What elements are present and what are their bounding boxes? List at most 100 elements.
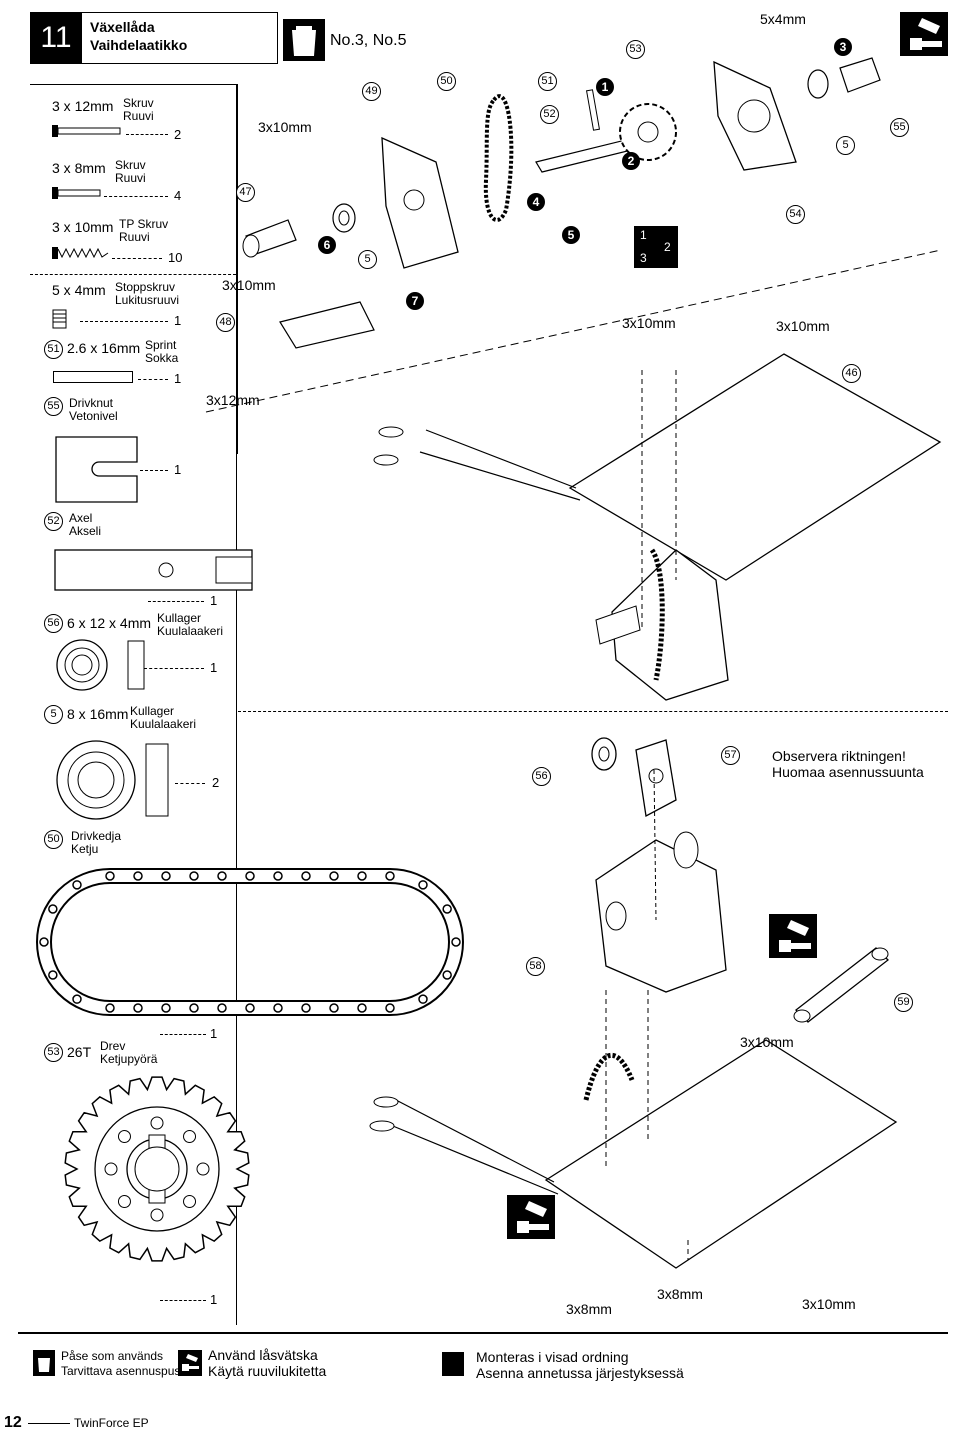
lock-fluid-icon	[769, 914, 817, 958]
tp-screw-icon	[52, 247, 109, 259]
order-badge: 4	[527, 193, 545, 211]
legend-order-fi: Asenna annetussa järjestyksessä	[476, 1365, 684, 1381]
part-name-sv: Skruv	[115, 158, 146, 172]
bearing-icon	[56, 740, 169, 820]
legend-divider	[18, 1332, 948, 1334]
part-teeth: 26T	[67, 1044, 92, 1060]
part-callout: 58	[526, 957, 545, 976]
screw-icon	[52, 187, 101, 199]
part-name-fi: Akseli	[69, 524, 102, 538]
order-badge: 3	[834, 38, 852, 56]
direction-note-fi: Huomaa asennussuunta	[772, 764, 924, 780]
step-number: 11	[30, 12, 82, 64]
lock-fluid-icon	[178, 1350, 202, 1376]
screw-size-label: 3x8mm	[566, 1301, 612, 1317]
lock-fluid-icon	[507, 1195, 555, 1239]
axle-icon	[54, 549, 253, 591]
screw-size-label: 3x10mm	[622, 315, 676, 331]
screw-size-label: 3x10mm	[740, 1034, 794, 1050]
pin-icon	[53, 371, 133, 383]
part-qty: 1	[174, 462, 182, 477]
qty-leader	[112, 258, 162, 259]
sequence-step: 3	[640, 251, 647, 265]
parts-divider	[30, 274, 236, 275]
bearing-icon	[56, 639, 145, 691]
legend-bag-fi: Tarvittava asennuspussi	[61, 1364, 190, 1378]
part-number-badge: 56	[44, 614, 63, 633]
part-name-sv: Drivknut	[69, 396, 114, 410]
step-title-sv: Växellåda	[90, 19, 155, 35]
exploded-gearbox-drawing	[205, 57, 942, 701]
direction-note-sv: Observera riktningen!	[772, 748, 906, 764]
qty-leader	[160, 1300, 206, 1301]
part-callout: 46	[842, 364, 861, 383]
part-size: 8 x 16mm	[67, 706, 129, 722]
part-callout: 59	[894, 993, 913, 1012]
part-name-fi: Ketjupyörä	[100, 1052, 158, 1066]
part-size: 3 x 12mm	[52, 98, 114, 114]
part-number-badge: 53	[44, 1043, 63, 1062]
screw-size-label: 3x10mm	[776, 318, 830, 334]
part-callout: 53	[626, 40, 645, 59]
qty-leader	[104, 196, 168, 197]
sequence-step: 2	[664, 240, 671, 254]
set-screw-icon	[52, 309, 67, 329]
screw-size-label: 3x10mm	[802, 1296, 856, 1312]
part-name-sv: Drivkedja	[71, 829, 122, 843]
part-name-fi: Lukitusruuvi	[115, 293, 180, 307]
order-badge: 7	[406, 292, 424, 310]
drive-chain-drawing	[36, 868, 464, 1016]
sprocket-drawing	[64, 1076, 250, 1262]
part-size: 3 x 8mm	[52, 160, 106, 176]
part-name-fi: Sokka	[145, 351, 179, 365]
part-name-sv: Kullager	[130, 704, 175, 718]
part-size: 3 x 10mm	[52, 219, 114, 235]
part-name-fi: Ruuvi	[119, 230, 150, 244]
screw-size-label: 3x8mm	[657, 1286, 703, 1302]
part-callout: 54	[786, 205, 805, 224]
part-qty: 1	[210, 660, 218, 675]
part-qty: 10	[168, 250, 183, 265]
qty-leader	[140, 470, 168, 471]
part-number-badge: 51	[44, 340, 63, 359]
section-divider	[238, 711, 948, 712]
part-qty: 2	[174, 127, 182, 142]
part-qty: 4	[174, 188, 182, 203]
lock-fluid-icon-top	[900, 12, 948, 56]
part-name-fi: Ruuvi	[115, 171, 146, 185]
legend-order-sv: Monteras i visad ordning	[476, 1349, 629, 1365]
step-title-fi: Vaihdelaatikko	[90, 37, 188, 53]
qty-leader	[175, 783, 205, 784]
bag-label: No.3, No.5	[330, 32, 407, 49]
part-name-fi: Ketju	[71, 842, 99, 856]
bag-icon	[283, 19, 325, 61]
qty-leader	[126, 134, 168, 135]
bracket-assembly-drawing	[369, 737, 898, 1269]
sequence-icon	[442, 1352, 464, 1376]
part-number-badge: 55	[44, 397, 63, 416]
sequence-icon: 1 2 3	[634, 226, 678, 268]
part-name-sv: Stoppskruv	[115, 280, 176, 294]
screw-size-label: 3x10mm	[222, 277, 276, 293]
order-badge: 6	[318, 236, 336, 254]
part-name-fi: Kuulalaakeri	[157, 624, 224, 638]
part-callout: 5	[358, 250, 377, 269]
part-name-sv: Kullager	[157, 611, 202, 625]
part-callout: 52	[540, 105, 559, 124]
part-callout: 5	[836, 136, 855, 155]
part-name-fi: Ruuvi	[123, 109, 154, 123]
part-size: 6 x 12 x 4mm	[67, 615, 152, 631]
qty-leader	[138, 379, 168, 380]
drive-cup-icon	[55, 436, 138, 503]
part-number-badge: 5	[44, 705, 63, 724]
legend-lock-sv: Använd låsvätska	[208, 1347, 318, 1363]
part-callout: 56	[532, 767, 551, 786]
order-badge: 1	[596, 78, 614, 96]
part-name-sv: Skruv	[123, 96, 154, 110]
top-screw-label: 5x4mm	[760, 11, 806, 27]
part-qty: 1	[210, 1026, 218, 1041]
parts-divider	[236, 84, 238, 454]
qty-leader	[160, 1034, 206, 1035]
part-callout: 48	[216, 313, 235, 332]
part-size: 2.6 x 16mm	[67, 340, 141, 356]
